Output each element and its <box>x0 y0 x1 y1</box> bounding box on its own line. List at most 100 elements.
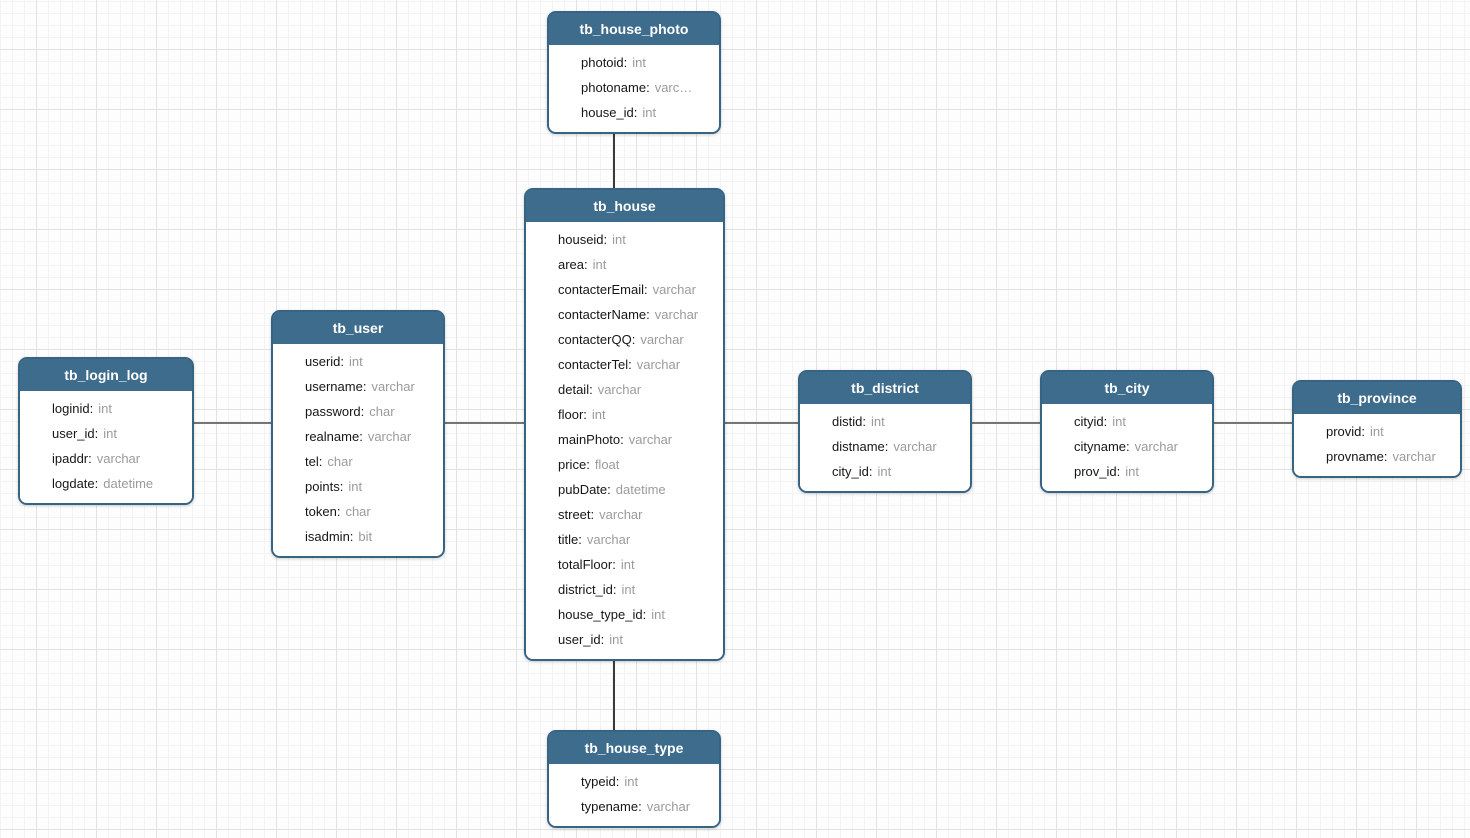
table-field-row[interactable]: provid int <box>1294 419 1460 444</box>
field-name: contacterQQ <box>558 332 635 347</box>
table-tb_province[interactable]: tb_province provid int provnamevarchar <box>1292 380 1462 478</box>
table-field-row[interactable]: mainPhoto varchar <box>526 427 723 452</box>
field-type: int <box>621 582 636 597</box>
table-field-row[interactable]: photoidint <box>549 50 719 75</box>
field-name: token <box>305 504 340 519</box>
table-field-list: cityidint citynamevarchar prov_idint <box>1042 404 1212 491</box>
field-type: varchar <box>597 382 642 397</box>
table-field-row[interactable]: isadminbit <box>273 524 443 549</box>
field-name: district_id <box>558 582 617 597</box>
field-type: int <box>1112 414 1126 429</box>
table-field-row[interactable]: floorint <box>526 402 723 427</box>
table-field-row[interactable]: pubDatedatetime <box>526 477 723 502</box>
table-field-row[interactable]: usernamevarchar <box>273 374 443 399</box>
field-name: provname <box>1326 449 1387 464</box>
table-header[interactable]: tb_user <box>273 312 443 344</box>
table-field-row[interactable]: loginidint <box>20 396 192 421</box>
table-field-row[interactable]: prov_idint <box>1042 459 1212 484</box>
table-field-row[interactable]: titlevarchar <box>526 527 723 552</box>
table-field-row[interactable]: pricefloat <box>526 452 723 477</box>
field-name: realname <box>305 429 363 444</box>
field-type: char <box>369 404 395 419</box>
table-field-row[interactable]: pointsint <box>273 474 443 499</box>
table-header[interactable]: tb_city <box>1042 372 1212 404</box>
field-name: title <box>558 532 582 547</box>
field-type: varchar <box>628 432 673 447</box>
table-field-row[interactable]: telchar <box>273 449 443 474</box>
field-type: int <box>620 557 635 572</box>
table-field-row[interactable]: areaint <box>526 252 723 277</box>
field-name: cityname <box>1074 439 1130 454</box>
field-name: mainPhoto <box>558 432 624 447</box>
table-field-row[interactable]: citynamevarchar <box>1042 434 1212 459</box>
field-type: int <box>624 774 639 789</box>
table-header[interactable]: tb_house_type <box>549 732 719 764</box>
table-title: tb_city <box>1104 380 1150 396</box>
table-field-row[interactable]: user_idint <box>526 627 723 652</box>
table-field-row[interactable]: houseidint <box>526 227 723 252</box>
table-field-row[interactable]: provnamevarchar <box>1294 444 1460 469</box>
table-field-row[interactable]: contacterNamevarchar <box>526 302 723 327</box>
table-tb_login_log[interactable]: tb_login_log loginidint user_idint ipadd… <box>18 357 194 505</box>
table-field-row[interactable]: cityidint <box>1042 409 1212 434</box>
table-field-list: useridint usernamevarchar passwordchar r… <box>273 344 443 556</box>
field-type: varc… <box>654 80 693 95</box>
table-field-row[interactable]: distid int <box>800 409 970 434</box>
table-field-row[interactable]: city_idint <box>800 459 970 484</box>
table-field-row[interactable]: useridint <box>273 349 443 374</box>
field-type: char <box>327 454 353 469</box>
field-type: varchar <box>646 799 691 814</box>
table-field-row[interactable]: contacterQQ varchar <box>526 327 723 352</box>
field-name: distid <box>832 414 866 429</box>
table-field-row[interactable]: contacterEmailvarchar <box>526 277 723 302</box>
field-name: points <box>305 479 343 494</box>
field-name: city_id <box>832 464 872 479</box>
table-field-row[interactable]: ipaddrvarchar <box>20 446 192 471</box>
table-field-row[interactable]: realnamevarchar <box>273 424 443 449</box>
field-type: int <box>1125 464 1139 479</box>
table-field-row[interactable]: passwordchar <box>273 399 443 424</box>
table-field-row[interactable]: logdatedatetime <box>20 471 192 496</box>
field-type: varchar <box>893 439 937 454</box>
table-field-row[interactable]: district_id int <box>526 577 723 602</box>
table-header[interactable]: tb_province <box>1294 382 1460 414</box>
table-header[interactable]: tb_district <box>800 372 970 404</box>
table-tb_house_photo[interactable]: tb_house_photo photoidint photonamevarc…… <box>547 11 721 134</box>
field-name: loginid <box>52 401 93 416</box>
table-field-row[interactable]: typeidint <box>549 769 719 794</box>
table-tb_house_type[interactable]: tb_house_type typeidint typenamevarchar <box>547 730 721 828</box>
field-type: datetime <box>103 476 154 491</box>
table-field-row[interactable]: totalFloorint <box>526 552 723 577</box>
field-type: float <box>594 457 620 472</box>
table-title: tb_province <box>1337 390 1417 406</box>
table-field-row[interactable]: house_type_idint <box>526 602 723 627</box>
table-tb_district[interactable]: tb_district distid int distnamevarchar ci… <box>798 370 972 493</box>
table-tb_city[interactable]: tb_city cityidint citynamevarchar prov_i… <box>1040 370 1214 493</box>
table-header[interactable]: tb_login_log <box>20 359 192 391</box>
table-field-row[interactable]: contacterTelvarchar <box>526 352 723 377</box>
field-name: isadmin <box>305 529 353 544</box>
field-name: photoid <box>581 55 627 70</box>
field-type: int <box>1370 424 1384 439</box>
field-type: varchar <box>640 332 684 347</box>
table-field-row[interactable]: distnamevarchar <box>800 434 970 459</box>
table-field-row[interactable]: photonamevarc… <box>549 75 719 100</box>
table-header[interactable]: tb_house_photo <box>549 13 719 45</box>
table-field-row[interactable]: typenamevarchar <box>549 794 719 819</box>
field-type: int <box>870 414 885 429</box>
field-name: houseid <box>558 232 607 247</box>
field-name: house_type_id <box>558 607 646 622</box>
field-type: int <box>609 632 623 647</box>
field-type: int <box>642 105 657 120</box>
table-header[interactable]: tb_house <box>526 190 723 222</box>
table-field-row[interactable]: house_idint <box>549 100 719 125</box>
field-name: provid <box>1326 424 1365 439</box>
field-name: ipaddr <box>52 451 92 466</box>
table-field-row[interactable]: streetvarchar <box>526 502 723 527</box>
table-field-row[interactable]: detailvarchar <box>526 377 723 402</box>
table-field-row[interactable]: user_idint <box>20 421 192 446</box>
table-tb_house[interactable]: tb_house houseidint areaint contacterEma… <box>524 188 725 661</box>
table-field-row[interactable]: tokenchar <box>273 499 443 524</box>
table-tb_user[interactable]: tb_user useridint usernamevarchar passwo… <box>271 310 445 558</box>
